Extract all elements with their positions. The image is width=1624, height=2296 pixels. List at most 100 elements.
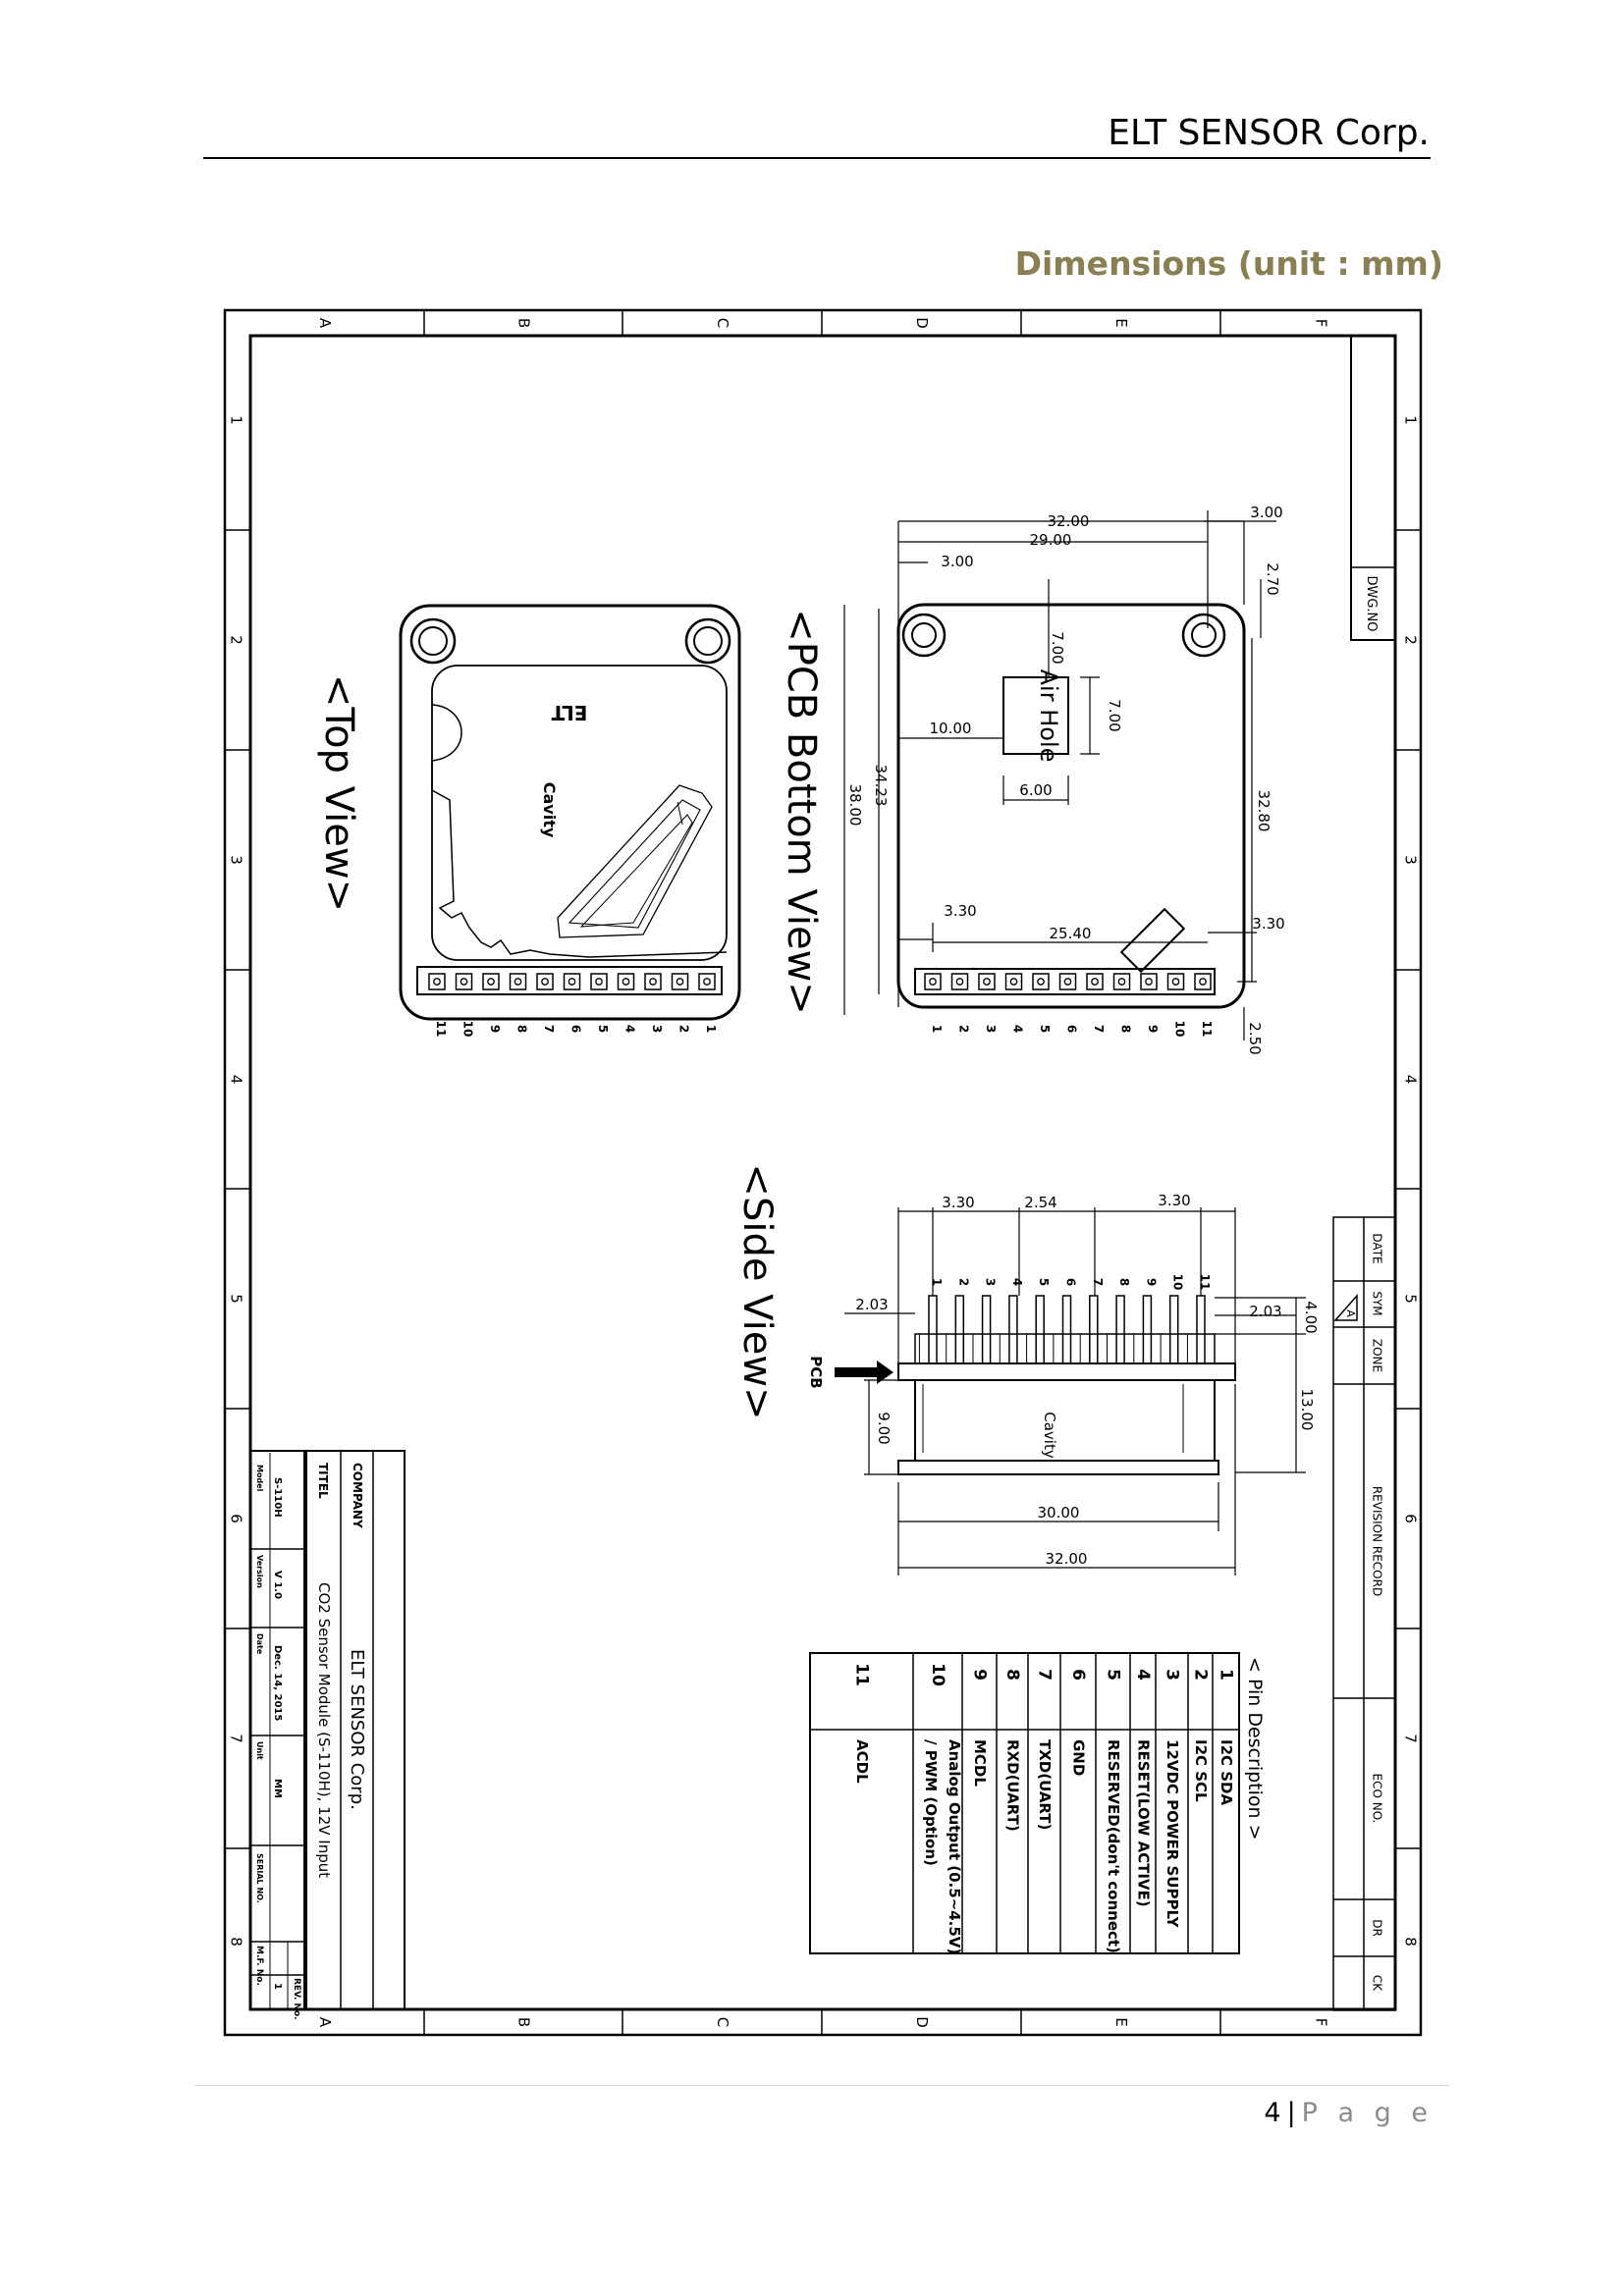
- side-pin-number: 1: [930, 1278, 944, 1286]
- pin-pad: [924, 973, 942, 990]
- zone-letter-bottom: D: [913, 2016, 931, 2028]
- side-pin: [1089, 1295, 1099, 1364]
- side-view-label: <Side View>: [734, 1163, 780, 1419]
- side-dim-9-00: 9.00: [875, 1412, 893, 1444]
- side-dim-2-54: 2.54: [1024, 1194, 1056, 1211]
- dim-3-00-left: 3.00: [941, 553, 973, 570]
- pin-hole: [622, 978, 630, 986]
- air-hole-label-1: Air Hole: [1035, 669, 1062, 763]
- revision-header: DR: [1371, 1919, 1384, 1937]
- dim-2-70: 2.70: [1264, 562, 1281, 595]
- revision-header: ECO NO.: [1371, 1774, 1384, 1824]
- zone-number-right: 4: [1402, 1075, 1420, 1085]
- pin-pad: [644, 973, 662, 990]
- side-pin: [954, 1295, 965, 1364]
- side-pin: [1008, 1295, 1018, 1364]
- pin-table-number: 6: [1068, 1669, 1088, 1681]
- pin-hole: [929, 978, 937, 986]
- zone-number-right: 6: [1402, 1514, 1420, 1523]
- side-pin: [1061, 1295, 1072, 1364]
- side-dim-2-03-right: 2.03: [1249, 1303, 1281, 1320]
- bottom-pin-number: 2: [957, 1025, 971, 1033]
- bottom-pin-number: 8: [1119, 1025, 1133, 1033]
- tb-model: S-110H: [272, 1477, 283, 1518]
- dim-7-00-vertical: 7.00: [1049, 631, 1066, 664]
- zone-number-left: 6: [228, 1514, 245, 1523]
- tb-mf-label: M.F. No.: [254, 1946, 264, 1986]
- top-pin-number: 5: [596, 1025, 610, 1033]
- bottom-view-dims: [843, 510, 1276, 1041]
- top-pin-number: 10: [461, 1021, 475, 1038]
- pin-pad: [536, 973, 554, 990]
- dim-32-00: 32.00: [1048, 512, 1090, 530]
- revision-header: ZONE: [1371, 1339, 1384, 1372]
- pin-hole: [1117, 978, 1126, 986]
- side-pin-number: 3: [984, 1278, 998, 1286]
- tb-title-label: TITEL: [316, 1463, 330, 1499]
- side-dim-3-30-left: 3.30: [942, 1194, 974, 1211]
- pin-table-desc: RXD(UART): [1004, 1739, 1022, 1832]
- pin-pad: [455, 973, 473, 990]
- pcb-bottom-view: [896, 603, 1246, 1009]
- dim-38-00: 38.00: [846, 784, 864, 827]
- dim-3-30-right: 3.30: [1252, 915, 1284, 933]
- pin-hole: [460, 978, 468, 986]
- zone-number-left: 8: [228, 1937, 245, 1947]
- air-hole-text: Air Hole: [1035, 669, 1062, 763]
- zone-letter-top: D: [913, 317, 931, 329]
- side-view: [897, 1333, 1236, 1475]
- pin-description-table: [809, 1652, 1240, 1954]
- pin-hole: [1063, 978, 1072, 986]
- pin-pad: [1032, 973, 1050, 990]
- tb-rev: 1: [272, 1983, 283, 1990]
- dwg-no-label: DWG.NO: [1364, 575, 1379, 631]
- pin-hole: [983, 978, 991, 986]
- revision-header: CK: [1371, 1975, 1384, 1992]
- dim-34-23: 34.23: [872, 765, 890, 807]
- top-pin-number: 7: [542, 1025, 556, 1033]
- side-pin-number: 7: [1091, 1278, 1105, 1286]
- bottom-pin-number: 4: [1011, 1025, 1025, 1033]
- pin-pad: [509, 973, 527, 990]
- tb-date-label: Date: [255, 1633, 264, 1655]
- tb-company: ELT SENSOR Corp.: [347, 1649, 367, 1810]
- pin-table-desc: MCDL: [971, 1739, 989, 1787]
- pin-pad: [671, 973, 689, 990]
- pin-table-desc: TXD(UART): [1036, 1739, 1054, 1830]
- pin-pad: [482, 973, 500, 990]
- pin-hole: [541, 978, 549, 986]
- pin-pad: [1086, 973, 1104, 990]
- zone-number-left: 4: [228, 1075, 245, 1085]
- pin-hole: [1171, 978, 1180, 986]
- inner-frame: [248, 334, 1397, 2011]
- pin-table-desc: I2C SCL: [1192, 1739, 1210, 1802]
- top-pin-number: 8: [515, 1025, 529, 1033]
- page-footer: 4|P a g e: [1178, 2098, 1434, 2128]
- bottom-pin-number: 11: [1200, 1021, 1214, 1038]
- zone-number-right: 8: [1402, 1937, 1420, 1947]
- pin-table-desc-2: / PWM (Option): [922, 1739, 940, 1866]
- zone-number-right: 7: [1402, 1734, 1420, 1743]
- pin-hole: [1009, 978, 1018, 986]
- pin-table-desc: RESET(LOW ACTIVE): [1135, 1739, 1153, 1907]
- side-pin: [1115, 1295, 1125, 1364]
- bottom-pin-number: 3: [984, 1025, 998, 1033]
- page-number: 4: [1264, 2098, 1281, 2128]
- dim-25-40: 25.40: [1050, 925, 1092, 942]
- dim-7-00-width: 7.00: [1106, 699, 1123, 731]
- side-pin-number: 8: [1117, 1278, 1131, 1286]
- pin-hole: [568, 978, 576, 986]
- pin-hole: [676, 978, 684, 986]
- pin-table-number: 11: [852, 1663, 872, 1686]
- header-company: ELT SENSOR Corp.: [1108, 113, 1430, 153]
- side-dim-32-00: 32.00: [1046, 1550, 1088, 1568]
- outer-frame: [223, 308, 1423, 2037]
- side-pin: [981, 1295, 992, 1364]
- bottom-pin-number: 10: [1173, 1021, 1187, 1038]
- zone-letter-top: F: [1313, 319, 1330, 328]
- bottom-pin-number: 9: [1146, 1025, 1160, 1033]
